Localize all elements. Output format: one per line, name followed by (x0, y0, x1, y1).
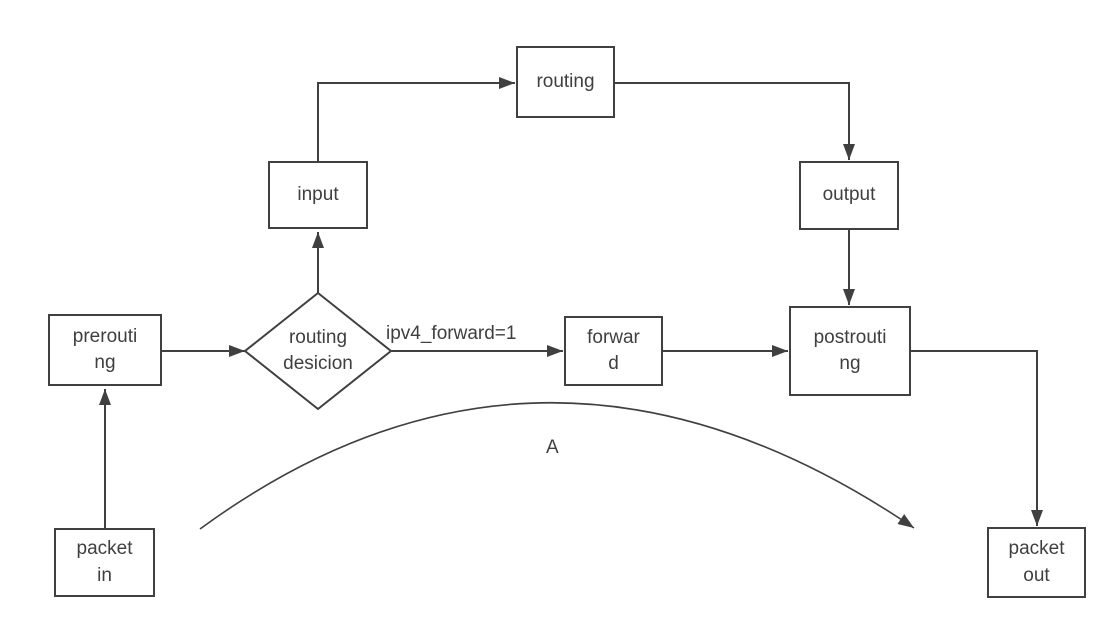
edge-curve-a (199, 402, 915, 530)
node-routing-decision: routing desicion (248, 296, 388, 406)
edge-label-a: A (546, 437, 559, 458)
node-packet-out-label: packet out (1008, 538, 1065, 586)
node-prerouting: prerouti ng (48, 314, 162, 386)
node-output-label: output (822, 184, 876, 206)
node-output: output (799, 161, 899, 230)
node-postrouting: postrouti ng (789, 306, 911, 396)
node-input-label: input (297, 183, 339, 205)
node-packet-in: packet in (54, 528, 155, 597)
node-routing-decision-label: routing desicion (283, 326, 353, 374)
edge-label-ipv4-forward: ipv4_forward=1 (386, 323, 517, 344)
edge-postrouting-packetout (911, 350, 1043, 526)
decision-diamond-shape (243, 291, 393, 411)
node-packet-out: packet out (987, 527, 1086, 598)
node-input: input (268, 161, 368, 229)
edge-routing-output (615, 82, 855, 160)
edge-input-routing (317, 77, 515, 161)
node-forward-label: forwar d (587, 326, 640, 374)
node-routing-label: routing (536, 70, 595, 92)
node-packet-in-label: packet in (76, 538, 133, 586)
node-postrouting-label: postrouti ng (813, 326, 887, 374)
node-routing: routing (516, 46, 615, 118)
node-prerouting-label: prerouti ng (72, 325, 138, 373)
node-forward: forwar d (564, 316, 663, 386)
